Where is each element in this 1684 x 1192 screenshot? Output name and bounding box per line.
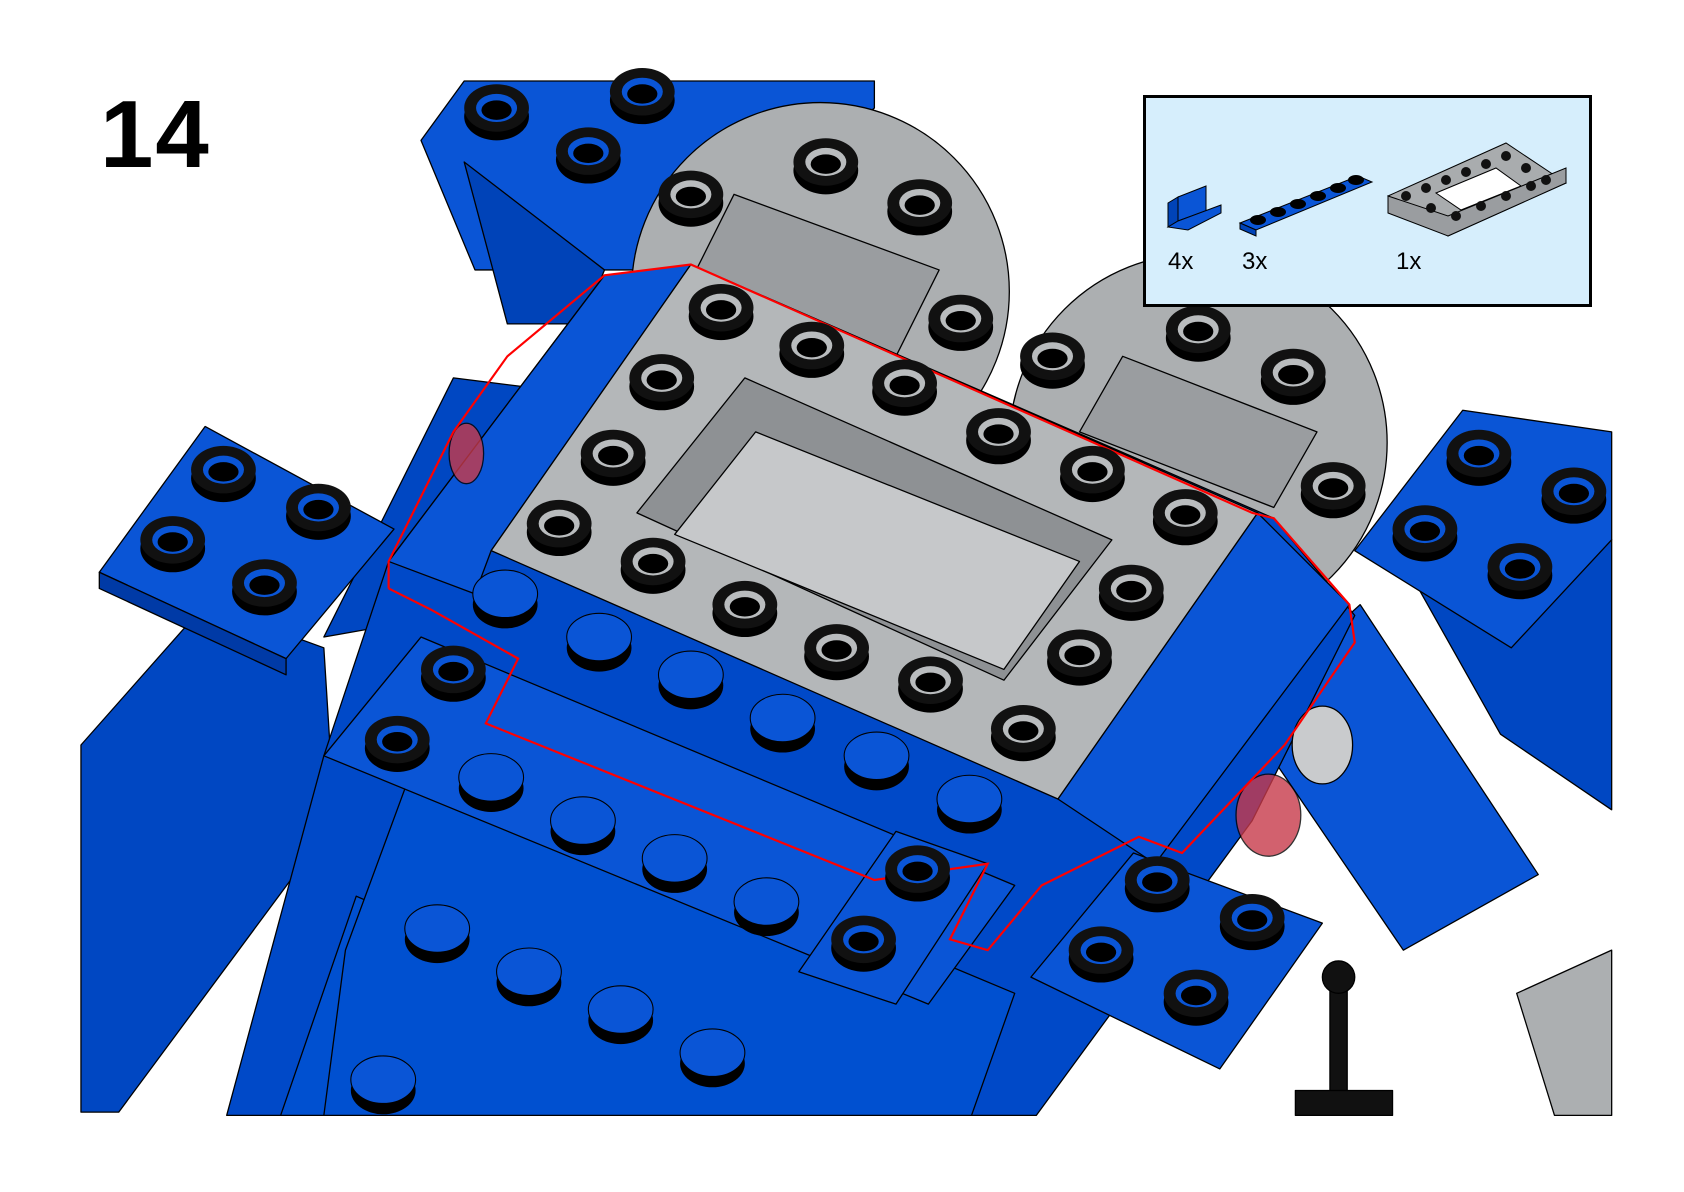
red-pin xyxy=(1235,773,1302,857)
new-parts-highlight xyxy=(387,263,1356,952)
part-quantity: 1x xyxy=(1396,248,1422,275)
parts-list-callout: 4x 3x 1x xyxy=(1143,95,1592,307)
step-number: 14 xyxy=(100,81,211,188)
right-tile xyxy=(1354,409,1613,649)
part-quantity: 3x xyxy=(1242,248,1268,275)
part-quantity: 4x xyxy=(1168,248,1194,275)
plate-part-icon xyxy=(1238,175,1374,237)
bracket-part-icon xyxy=(1166,185,1222,231)
lever xyxy=(1329,976,1348,1097)
technic-frame-part-icon xyxy=(1386,142,1568,237)
